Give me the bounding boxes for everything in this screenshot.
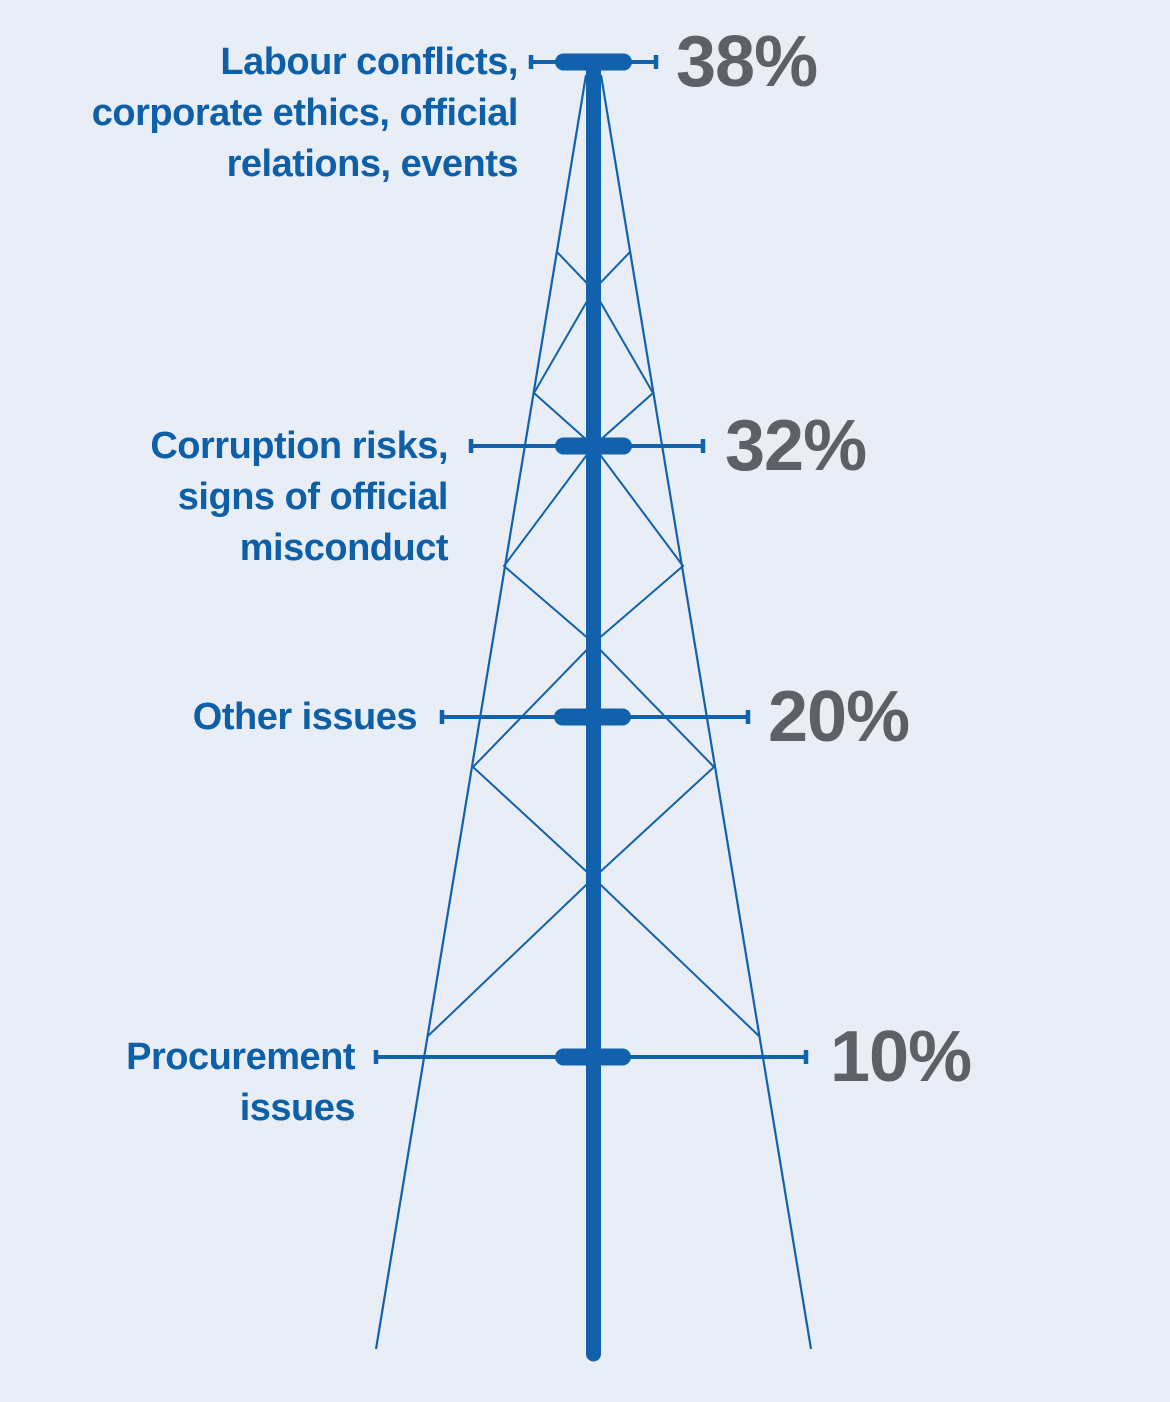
crossbar-10-capsule bbox=[555, 1048, 631, 1066]
label-line: signs of official bbox=[177, 476, 449, 518]
crossbar-38 bbox=[528, 53, 659, 71]
label-procurement-issues: Procurement issues bbox=[126, 1032, 355, 1134]
crossbar-32-capsule bbox=[555, 437, 632, 455]
label-line: issues bbox=[239, 1087, 356, 1129]
label-line: Labour conflicts, bbox=[220, 41, 518, 83]
label-line: relations, events bbox=[226, 143, 519, 185]
crossbar-38-capsule bbox=[555, 53, 632, 71]
label-corruption-risks: Corruption risks, signs of official misc… bbox=[150, 421, 448, 574]
crossbar-32 bbox=[468, 437, 706, 455]
crossbar-10 bbox=[373, 1048, 809, 1066]
percent-10: 10% bbox=[830, 1017, 972, 1097]
crossbar-20-capsule bbox=[554, 708, 631, 726]
percent-20: 20% bbox=[768, 677, 910, 757]
label-labour-conflicts: Labour conflicts, corporate ethics, offi… bbox=[91, 37, 519, 190]
label-line: Procurement bbox=[126, 1036, 355, 1078]
label-line: corporate ethics, official bbox=[91, 92, 519, 134]
percent-38: 38% bbox=[676, 22, 818, 102]
tower-braces-right bbox=[592, 251, 760, 1037]
tower-right-leg bbox=[599, 74, 813, 1350]
label-line: misconduct bbox=[239, 527, 449, 569]
crossbar-20 bbox=[439, 708, 751, 726]
tower-left-leg bbox=[374, 74, 588, 1350]
percent-32: 32% bbox=[725, 406, 867, 486]
label-other-issues: Other issues bbox=[192, 692, 418, 743]
label-line: Other issues bbox=[192, 696, 418, 738]
label-line: Corruption risks, bbox=[150, 425, 448, 467]
tower-braces-left bbox=[427, 251, 595, 1037]
